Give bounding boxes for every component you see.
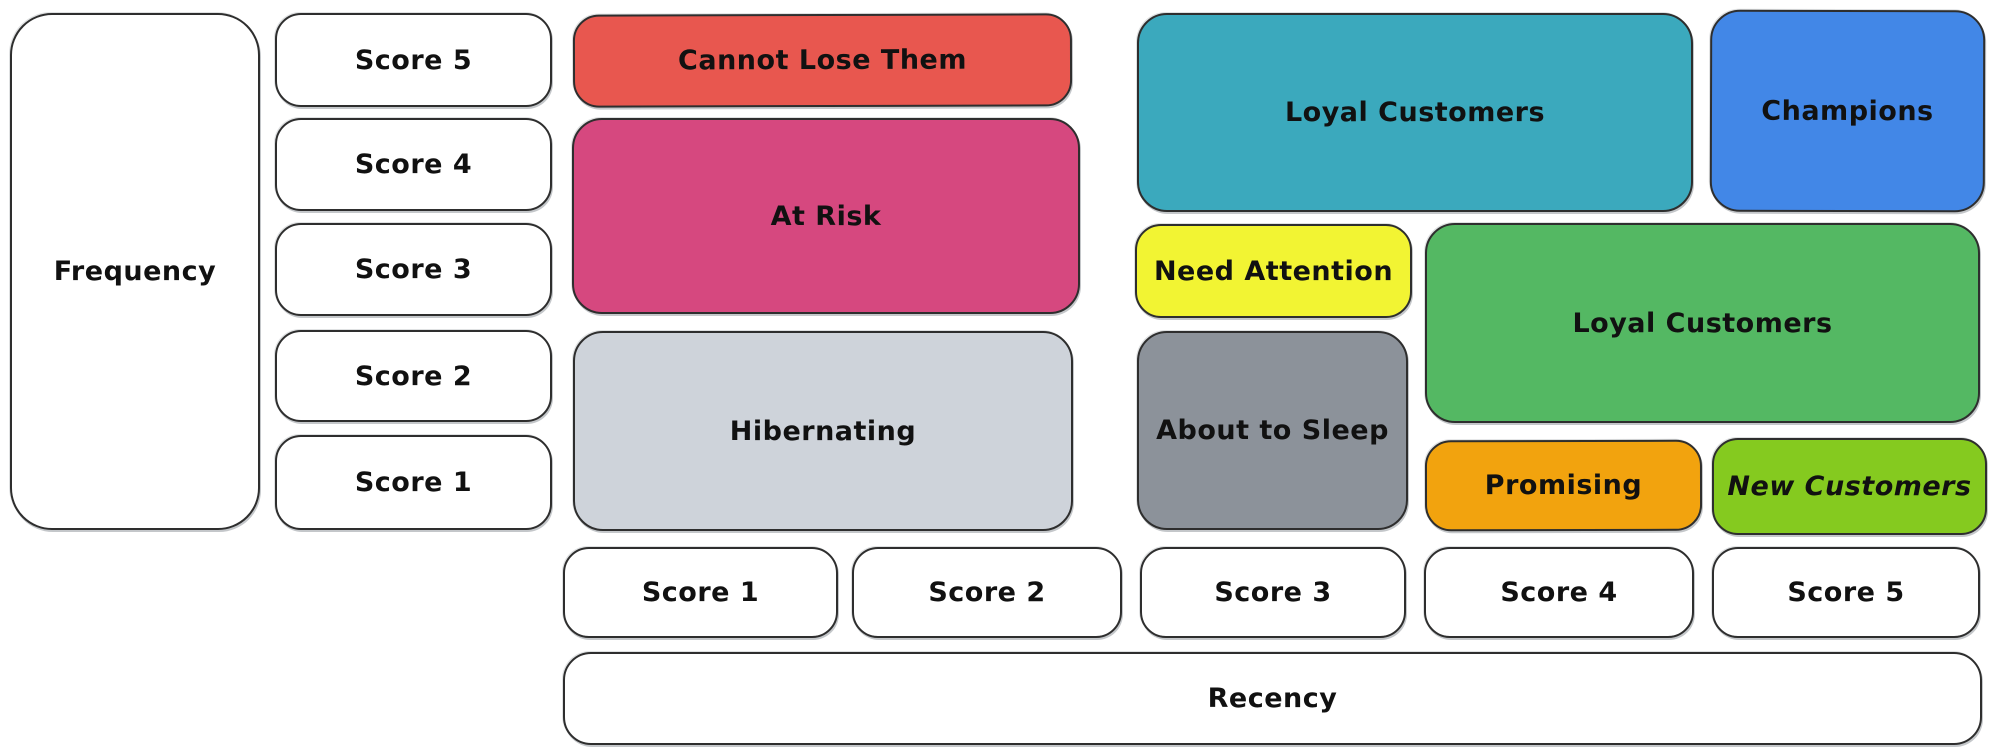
segment-loyal-customers-mid-label: Loyal Customers	[1572, 307, 1833, 339]
segment-loyal-customers-top-label: Loyal Customers	[1284, 97, 1546, 128]
segment-new-customers: New Customers	[1712, 438, 1987, 535]
segment-champions-label: Champions	[1761, 95, 1934, 127]
segment-hibernating-label: Hibernating	[729, 415, 917, 447]
frequency-score-box-1: Score 1	[275, 435, 552, 530]
frequency-axis-label: Frequency	[53, 256, 217, 287]
segment-cannot-lose-them: Cannot Lose Them	[572, 13, 1073, 108]
segment-at-risk-label: At Risk	[770, 200, 882, 232]
segment-champions: Champions	[1709, 9, 1986, 213]
segment-promising: Promising	[1424, 439, 1703, 532]
frequency-score-box-2: Score 2	[275, 330, 552, 422]
recency-score-label-2: Score 2	[928, 577, 1046, 608]
frequency-score-label-2: Score 2	[354, 360, 473, 392]
frequency-axis-box: Frequency	[10, 13, 260, 530]
recency-score-label-1: Score 1	[641, 577, 760, 608]
frequency-score-label-1: Score 1	[354, 467, 473, 498]
segment-need-attention-label: Need Attention	[1153, 255, 1394, 287]
recency-score-box-3: Score 3	[1140, 547, 1406, 638]
frequency-score-label-5: Score 5	[354, 44, 473, 76]
frequency-score-box-3: Score 3	[275, 223, 552, 316]
frequency-score-box-5: Score 5	[275, 13, 552, 107]
recency-score-label-3: Score 3	[1214, 577, 1332, 608]
frequency-score-box-4: Score 4	[275, 118, 552, 211]
segment-at-risk: At Risk	[572, 118, 1080, 314]
segment-loyal-customers-top: Loyal Customers	[1137, 13, 1693, 212]
segment-about-to-sleep-label: About to Sleep	[1156, 415, 1389, 446]
frequency-score-label-4: Score 4	[354, 149, 473, 180]
recency-score-box-5: Score 5	[1712, 547, 1980, 638]
recency-axis-box: Recency	[563, 652, 1982, 745]
segment-hibernating: Hibernating	[573, 331, 1073, 531]
recency-axis-label: Recency	[1207, 683, 1338, 714]
recency-score-label-5: Score 5	[1787, 577, 1905, 608]
recency-score-box-2: Score 2	[852, 547, 1122, 638]
recency-score-label-4: Score 4	[1500, 577, 1618, 608]
segment-loyal-customers-mid: Loyal Customers	[1425, 223, 1980, 423]
segment-new-customers-label: New Customers	[1727, 471, 1972, 502]
segment-about-to-sleep: About to Sleep	[1137, 331, 1408, 530]
segment-promising-label: Promising	[1484, 469, 1643, 502]
recency-score-box-1: Score 1	[563, 547, 838, 638]
segment-cannot-lose-them-label: Cannot Lose Them	[677, 44, 968, 77]
recency-score-box-4: Score 4	[1424, 547, 1694, 638]
frequency-score-label-3: Score 3	[354, 254, 473, 285]
segment-need-attention: Need Attention	[1135, 224, 1412, 318]
